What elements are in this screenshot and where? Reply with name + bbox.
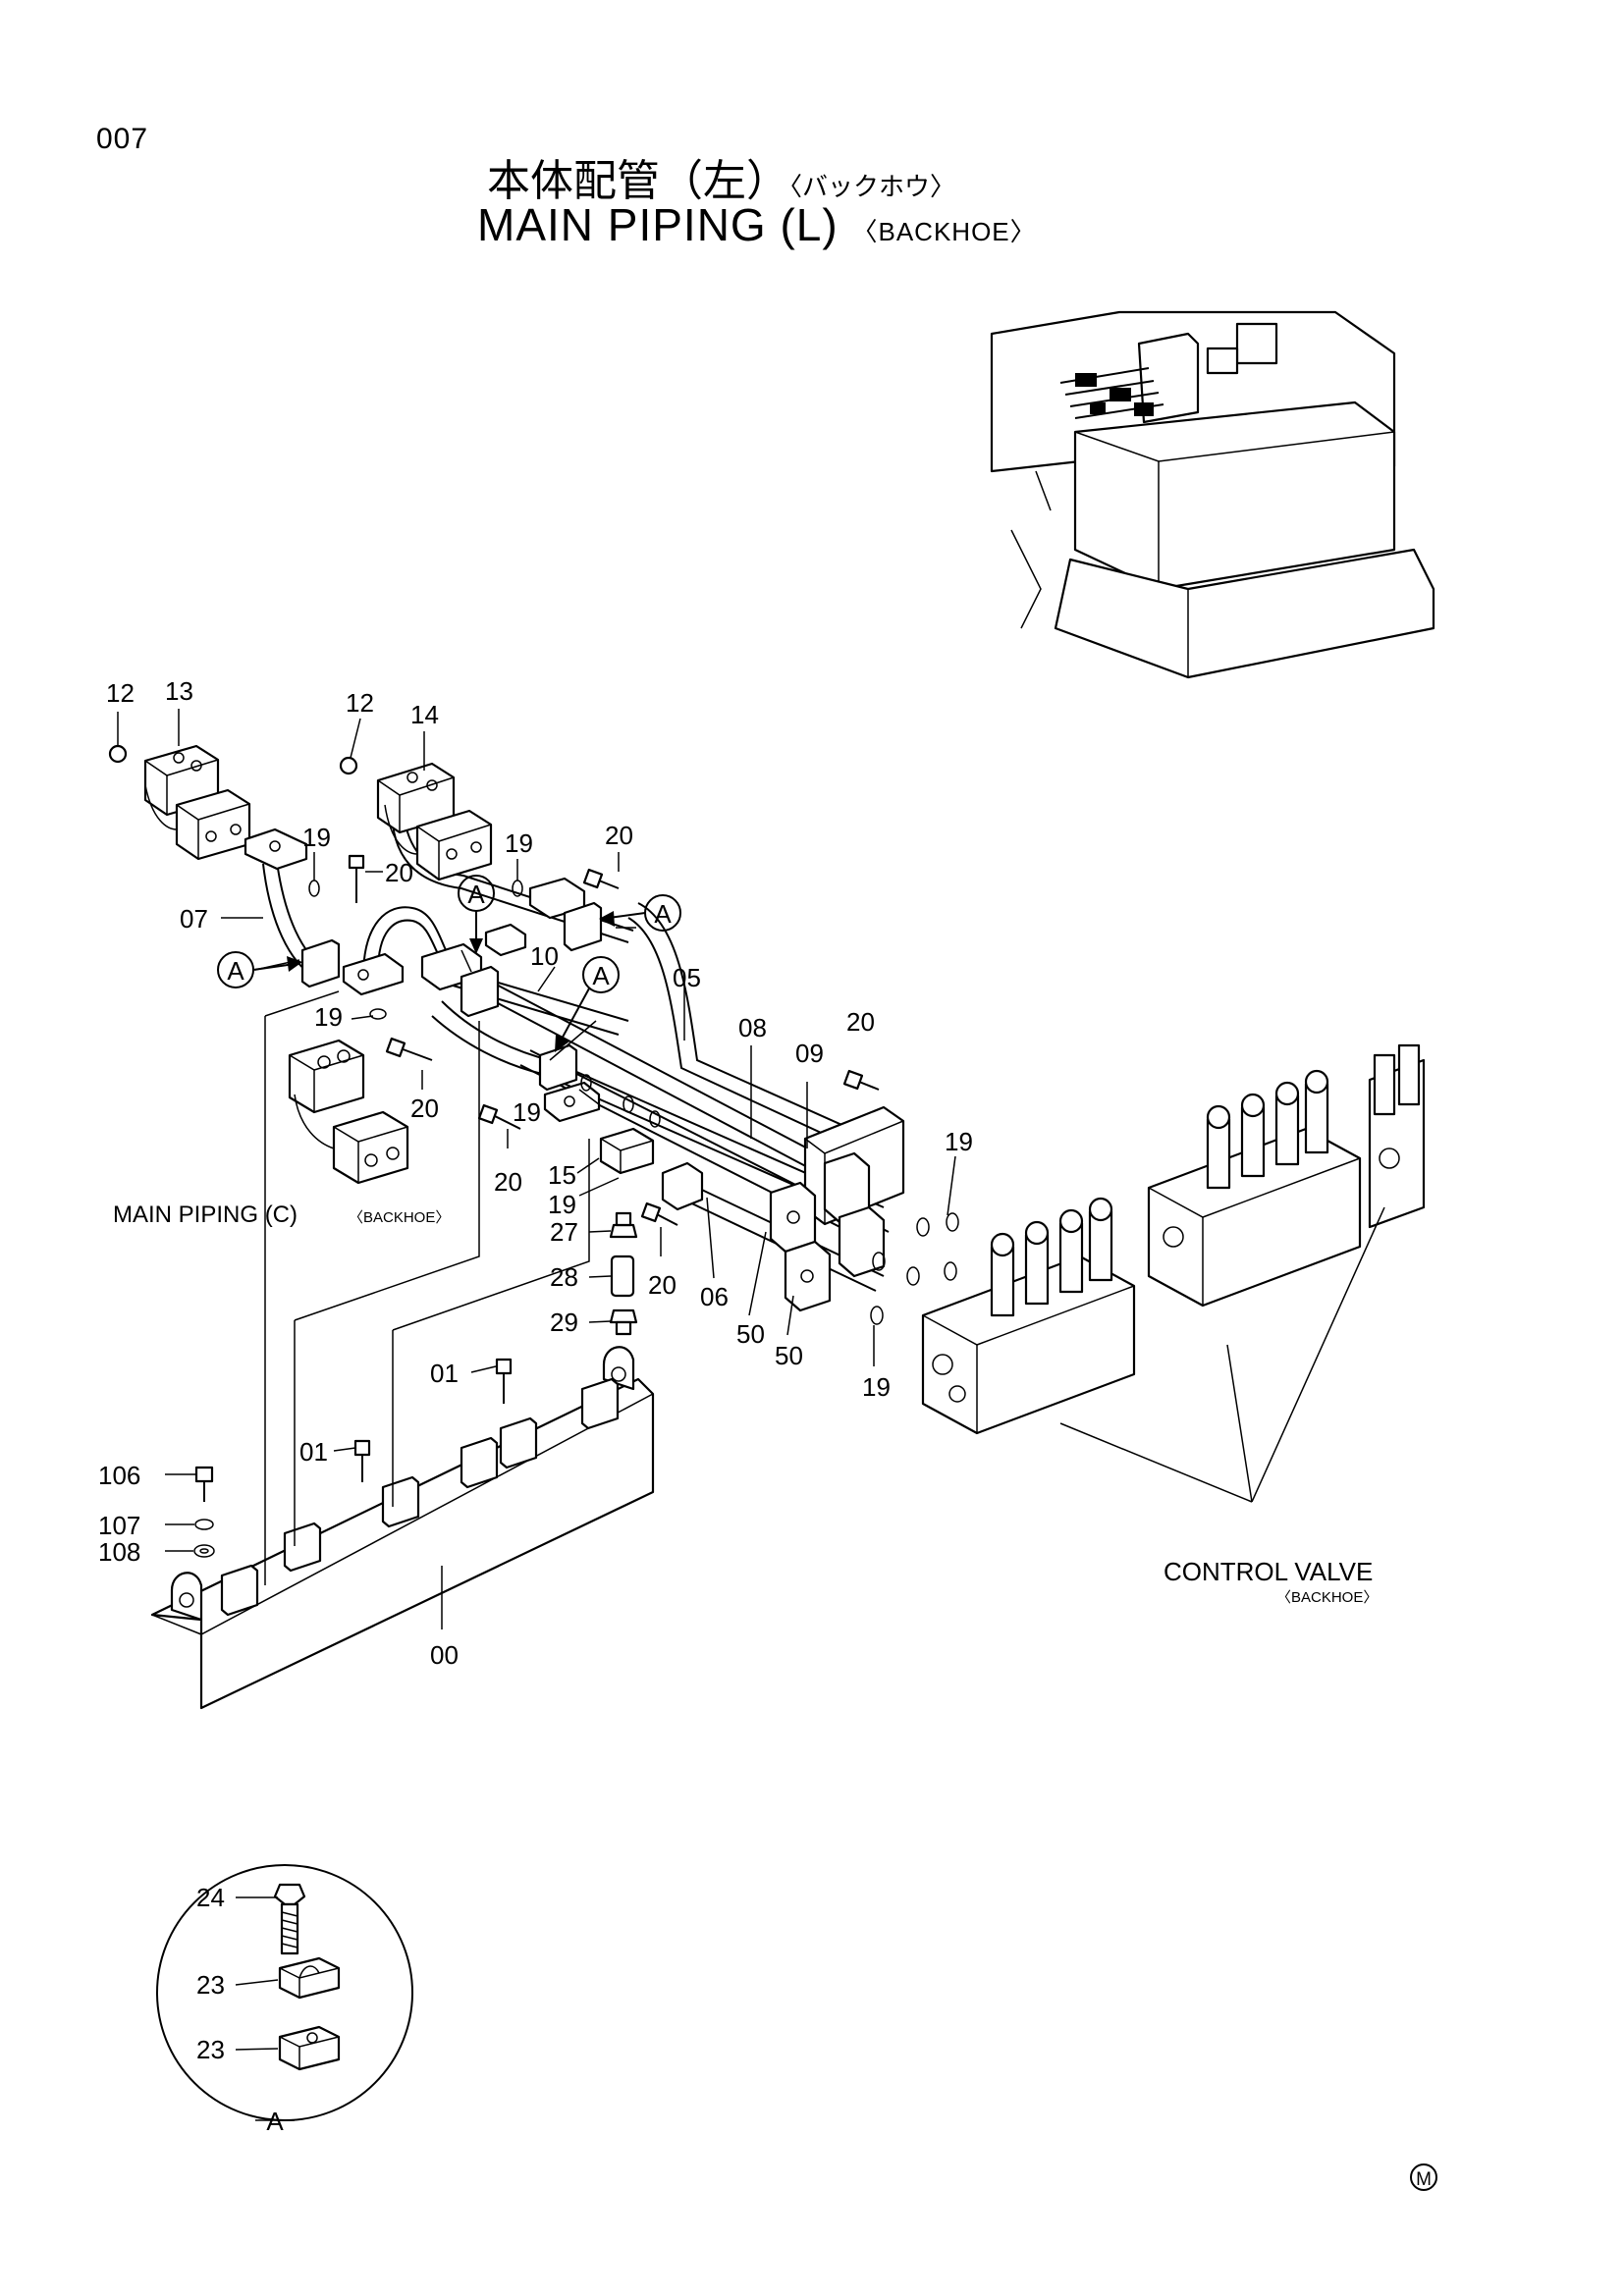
callout-24: 24 xyxy=(196,1883,225,1912)
callout-20: 20 xyxy=(410,1094,439,1123)
reference-label-a4: A xyxy=(592,961,610,990)
callout-10: 10 xyxy=(530,941,559,971)
detail-label-a: A xyxy=(266,2107,284,2136)
callout-01: 01 xyxy=(430,1359,459,1388)
bracket-clamps xyxy=(220,1377,620,1617)
detail-view-a: 24 23 23 A xyxy=(156,1864,413,2136)
label-main-piping-c: MAIN PIPING (C) xyxy=(113,1201,298,1228)
reference-label-a3: A xyxy=(654,899,672,929)
title-english-main: MAIN PIPING (L) xyxy=(477,199,839,250)
callout-19: 19 xyxy=(548,1190,576,1219)
callout-20: 20 xyxy=(648,1270,677,1300)
block-15 xyxy=(599,1127,655,1175)
callout-20: 20 xyxy=(494,1167,522,1197)
title-japanese-main: 本体配管（左） xyxy=(487,156,789,206)
bracket-00 xyxy=(150,1346,655,1710)
bolts-01 xyxy=(353,1358,513,1482)
callout-00: 00 xyxy=(430,1640,459,1670)
callout-20: 20 xyxy=(385,858,413,887)
o-rings-19 xyxy=(308,880,959,1325)
flange-07-top xyxy=(244,828,308,871)
callout-20: 20 xyxy=(605,821,633,850)
flange-50b xyxy=(784,1240,832,1312)
bolt-washers-106-107-108 xyxy=(193,1466,215,1558)
callout-50: 50 xyxy=(736,1319,765,1349)
fittings-27-28-29 xyxy=(609,1211,638,1336)
callout-19: 19 xyxy=(862,1372,891,1402)
title-japanese-sub: 〈バックホウ〉 xyxy=(789,173,956,202)
callout-108: 108 xyxy=(98,1537,140,1567)
corner-mark: M xyxy=(1410,2163,1437,2191)
callout-20: 20 xyxy=(846,1007,875,1037)
callout-23: 23 xyxy=(196,2035,225,2064)
control-valve-middle xyxy=(1147,1069,1362,1308)
callout-05: 05 xyxy=(673,963,701,992)
leader-lines xyxy=(264,990,1385,1585)
title-english: MAIN PIPING (L) 〈BACKHOE〉 xyxy=(477,198,1037,251)
callout-107: 107 xyxy=(98,1511,140,1540)
label-control-valve: CONTROL VALVE xyxy=(1164,1557,1373,1586)
callout-09: 09 xyxy=(795,1039,824,1068)
reference-marker-a3: A xyxy=(599,894,681,932)
flange-06 xyxy=(661,1161,704,1211)
control-valve-front xyxy=(921,1197,1136,1435)
callout-12: 12 xyxy=(346,688,374,718)
reference-marker-a2: A xyxy=(458,875,495,954)
block-14 xyxy=(376,762,493,881)
callout-07: 07 xyxy=(180,904,208,934)
callout-106: 106 xyxy=(98,1461,140,1490)
callout-numbers: 12 13 12 14 19 20 19 20 07 05 10 08 09 2… xyxy=(98,676,973,1670)
callout-19: 19 xyxy=(302,823,331,852)
callout-29: 29 xyxy=(550,1308,578,1337)
clamp-detail-left xyxy=(288,1039,409,1185)
callout-19: 19 xyxy=(513,1097,541,1127)
callout-12: 12 xyxy=(106,678,135,708)
callout-27: 27 xyxy=(550,1217,578,1247)
clamp-right-upper xyxy=(528,877,603,952)
label-control-valve-sub: 〈BACKHOE〉 xyxy=(1276,1589,1378,1606)
callout-06: 06 xyxy=(700,1282,729,1311)
corner-mark-label: M xyxy=(1416,2169,1432,2190)
reference-label-a1: A xyxy=(227,956,244,986)
callout-28: 28 xyxy=(550,1262,578,1292)
callout-19: 19 xyxy=(314,1002,343,1032)
pipe-08 xyxy=(482,981,855,1189)
callout-08: 08 xyxy=(738,1013,767,1042)
pipe-05 xyxy=(627,902,885,1157)
reference-marker-a4: A xyxy=(555,956,620,1052)
flange-50a xyxy=(769,1181,817,1254)
clamp-23-upper xyxy=(278,1956,341,2000)
label-main-piping-c-sub: 〈BACKHOE〉 xyxy=(349,1209,450,1226)
callout-19: 19 xyxy=(505,828,533,858)
callout-19: 19 xyxy=(945,1127,973,1156)
bolt-24 xyxy=(273,1883,306,1955)
callout-01: 01 xyxy=(299,1437,328,1467)
page-number: 007 xyxy=(96,123,149,155)
reference-marker-a1: A xyxy=(217,951,302,988)
clamp-lower xyxy=(538,1043,601,1123)
block-13 xyxy=(143,744,251,861)
machine-overview xyxy=(990,310,1435,679)
callout-13: 13 xyxy=(165,676,193,706)
callout-50: 50 xyxy=(775,1341,803,1370)
highlighted-piping-location xyxy=(1059,367,1164,419)
callout-15: 15 xyxy=(548,1160,576,1190)
title-english-sub: 〈BACKHOE〉 xyxy=(851,217,1037,246)
clamp-left xyxy=(300,938,405,996)
clamp-23-lower xyxy=(278,2025,341,2071)
reference-label-a2: A xyxy=(467,880,485,909)
control-valve-rear xyxy=(1368,1043,1426,1229)
title-japanese: 本体配管（左）〈バックホウ〉 xyxy=(487,145,955,208)
callout-23: 23 xyxy=(196,1970,225,2000)
callout-14: 14 xyxy=(410,700,439,729)
clamp-middle xyxy=(420,923,527,1018)
